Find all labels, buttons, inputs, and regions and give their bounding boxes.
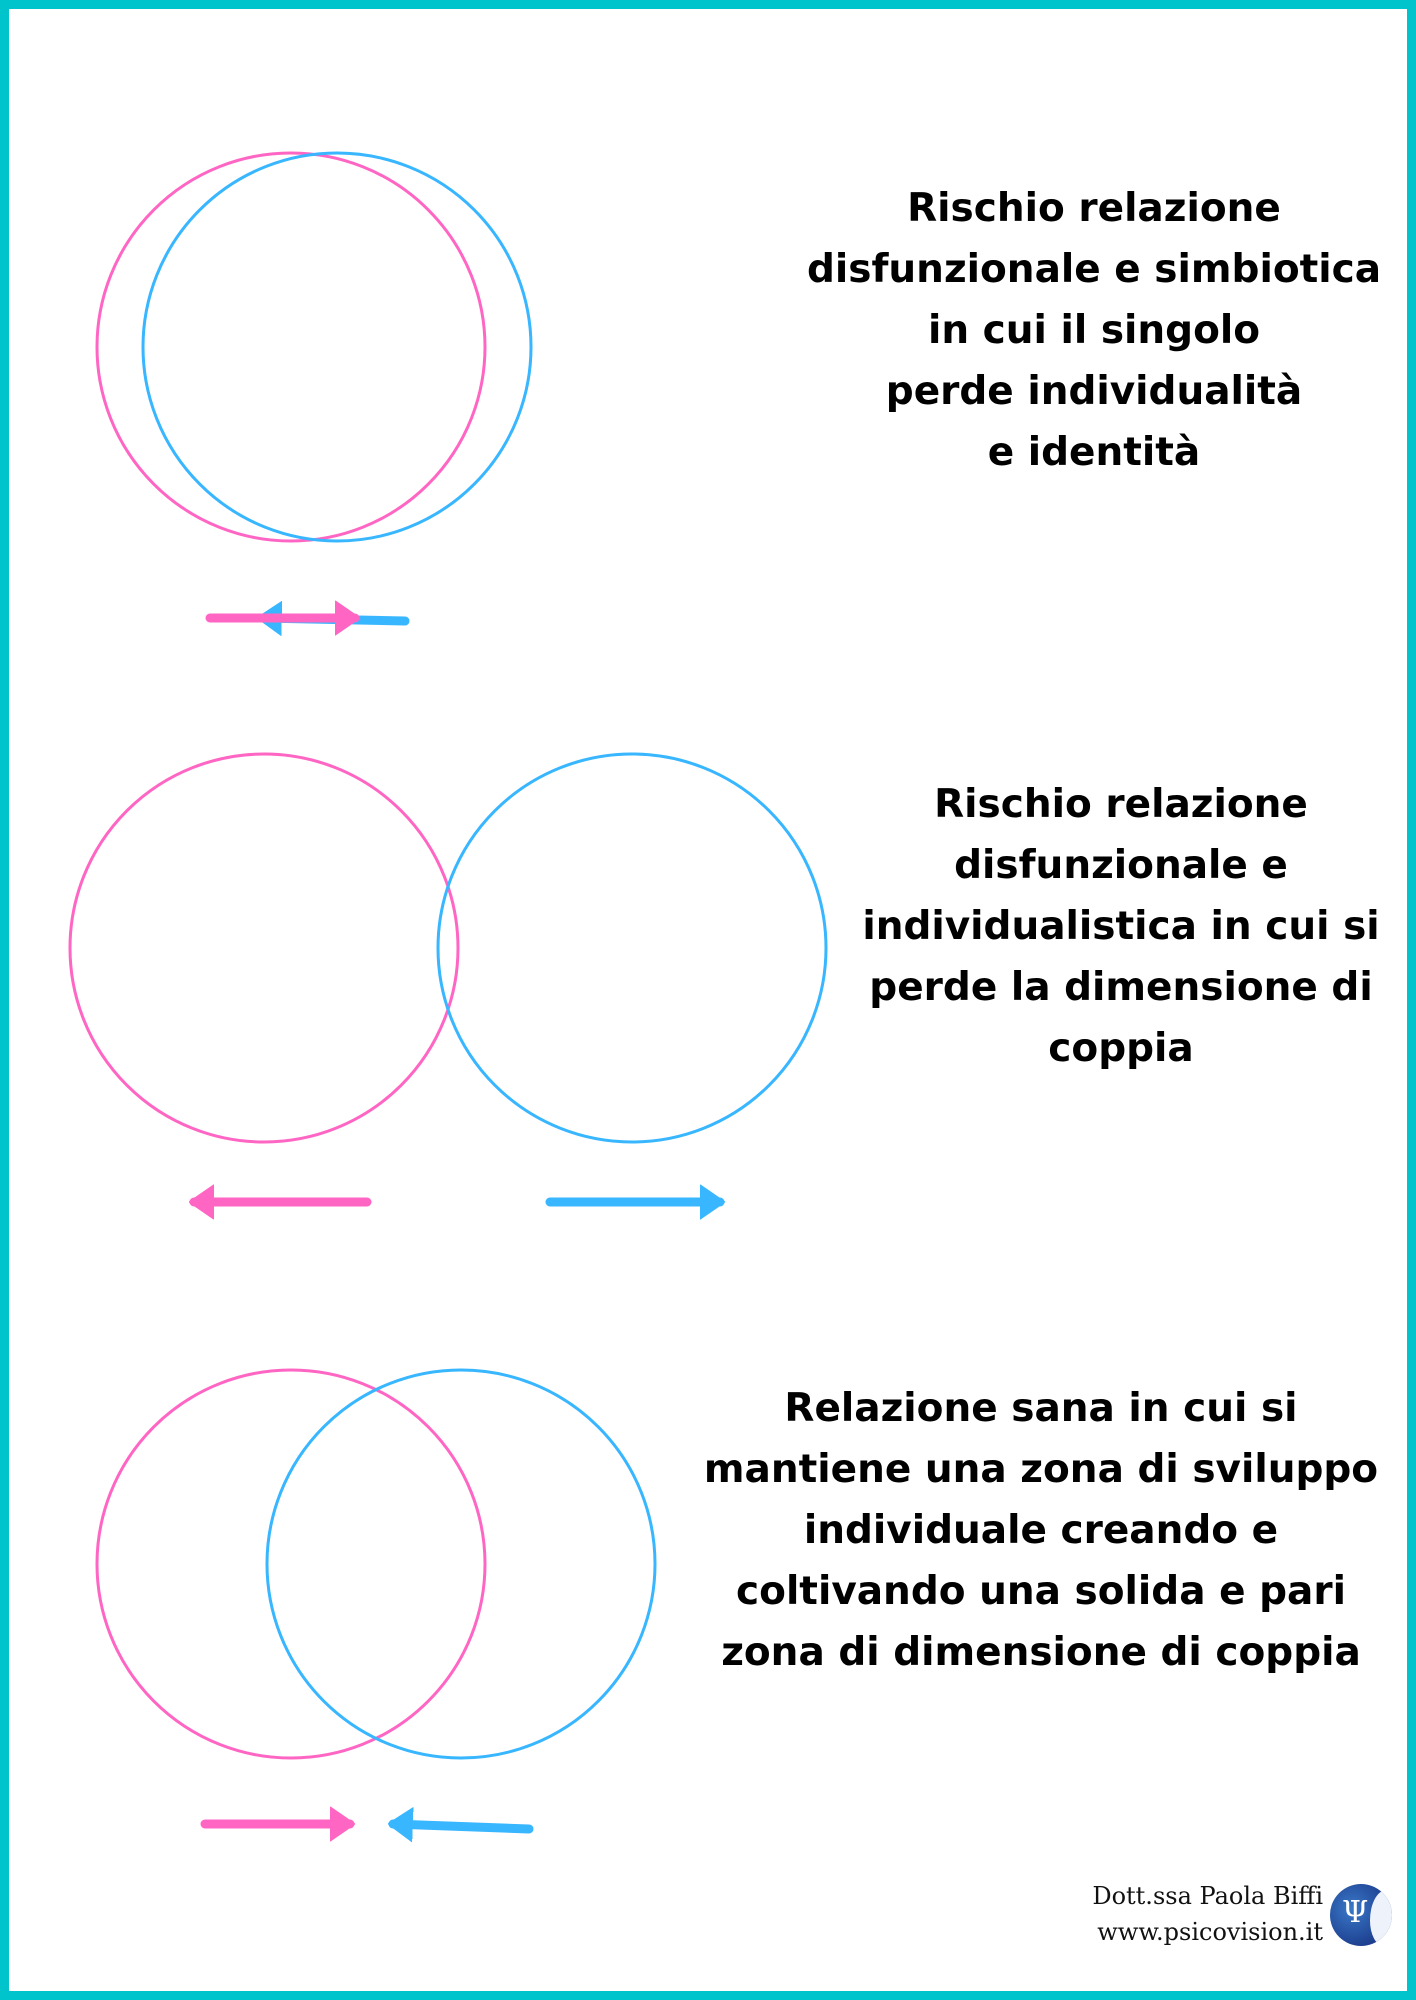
circle-a-individualistic <box>68 752 460 1144</box>
caption-line: perde la dimensione di <box>869 965 1373 1010</box>
caption-line: in cui il singolo <box>927 308 1261 353</box>
caption-line: Relazione sana in cui si <box>784 1386 1298 1431</box>
author-name: Dott.ssa Paola Biffi <box>1092 1882 1323 1910</box>
caption-line: Rischio relazione <box>907 186 1281 231</box>
circle-b-individualistic <box>436 752 828 1144</box>
circle-a-healthy <box>95 1368 487 1760</box>
caption-line: zona di dimensione di coppia <box>721 1630 1361 1675</box>
caption-line: disfunzionale e <box>954 843 1288 888</box>
circle-b-healthy <box>265 1368 657 1760</box>
caption-line: coppia <box>1048 1026 1194 1071</box>
arrow-b-healthy <box>393 1824 534 1829</box>
caption-line: individuale creando e <box>803 1508 1279 1553</box>
caption-line: mantiene una zona di sviluppo <box>703 1447 1379 1492</box>
caption-individualistic: Rischio relazione disfunzionale e indivi… <box>862 774 1379 1079</box>
caption-line: disfunzionale e simbiotica <box>806 247 1382 292</box>
caption-line: Rischio relazione <box>934 782 1308 827</box>
circle-a-symbiotic <box>95 151 487 543</box>
caption-line: perde individualità <box>885 369 1303 414</box>
caption-line: coltivando una solida e pari <box>736 1569 1346 1614</box>
caption-healthy: Relazione sana in cui si mantiene una zo… <box>704 1378 1378 1683</box>
psi-head-logo-icon: Ψ <box>1330 1884 1392 1946</box>
caption-line: individualistica in cui si <box>862 904 1380 949</box>
caption-line: e identità <box>987 430 1201 475</box>
caption-symbiotic: Rischio relazione disfunzionale e simbio… <box>807 178 1381 483</box>
website-link[interactable]: www.psicovision.it <box>1097 1918 1323 1946</box>
circle-b-symbiotic <box>141 151 533 543</box>
footer-credits: Dott.ssa Paola Biffi www.psicovision.it <box>1092 1878 1323 1950</box>
